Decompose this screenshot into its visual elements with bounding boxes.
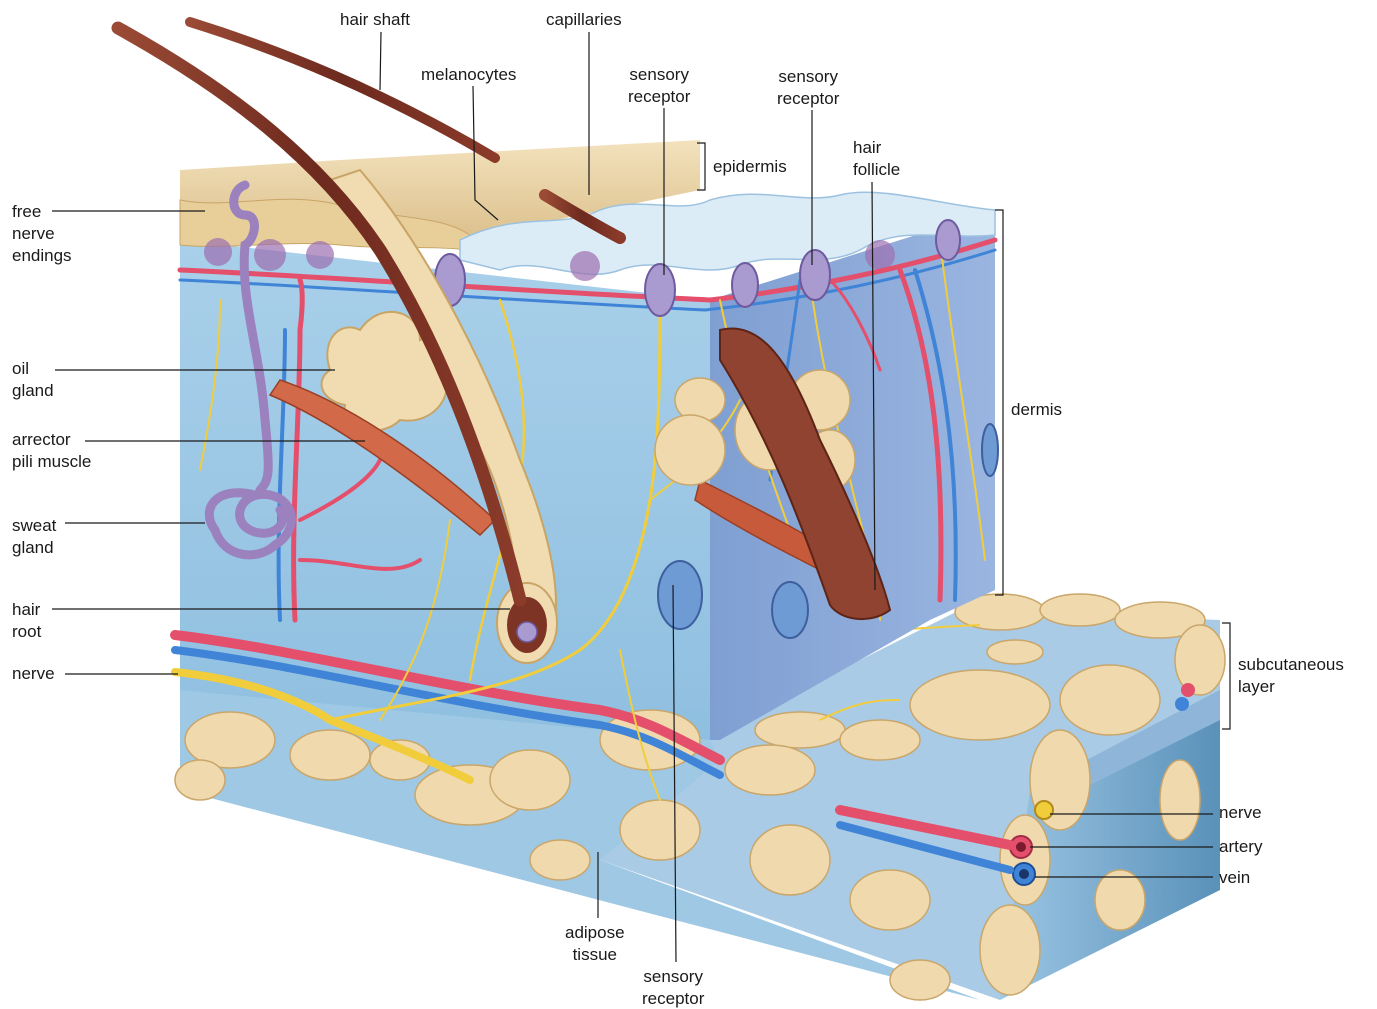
label-free-nerve-endings: free nerve endings bbox=[12, 201, 72, 267]
label-adipose-tissue: adipose tissue bbox=[565, 922, 625, 966]
label-sensory-receptor-top-right: sensory receptor bbox=[777, 66, 839, 110]
label-vein: vein bbox=[1219, 867, 1250, 889]
label-oil-gland: oil gland bbox=[12, 358, 54, 402]
label-hair-root: hair root bbox=[12, 599, 41, 643]
label-artery: artery bbox=[1219, 836, 1262, 858]
label-sensory-receptor-bottom: sensory receptor bbox=[642, 966, 704, 1009]
label-melanocytes: melanocytes bbox=[421, 64, 516, 86]
label-capillaries: capillaries bbox=[546, 9, 622, 31]
label-hair-follicle: hair follicle bbox=[853, 137, 900, 181]
label-dermis: dermis bbox=[1011, 399, 1062, 421]
label-epidermis: epidermis bbox=[713, 156, 787, 178]
label-hair-shaft: hair shaft bbox=[340, 9, 410, 31]
label-arrector-pili-muscle: arrector pili muscle bbox=[12, 429, 91, 473]
label-sweat-gland: sweat gland bbox=[12, 515, 56, 559]
label-subcutaneous-layer: subcutaneous layer bbox=[1238, 654, 1344, 698]
label-nerve-left: nerve bbox=[12, 663, 55, 685]
label-sensory-receptor-top-left: sensory receptor bbox=[628, 64, 690, 108]
label-nerve-right: nerve bbox=[1219, 802, 1262, 824]
